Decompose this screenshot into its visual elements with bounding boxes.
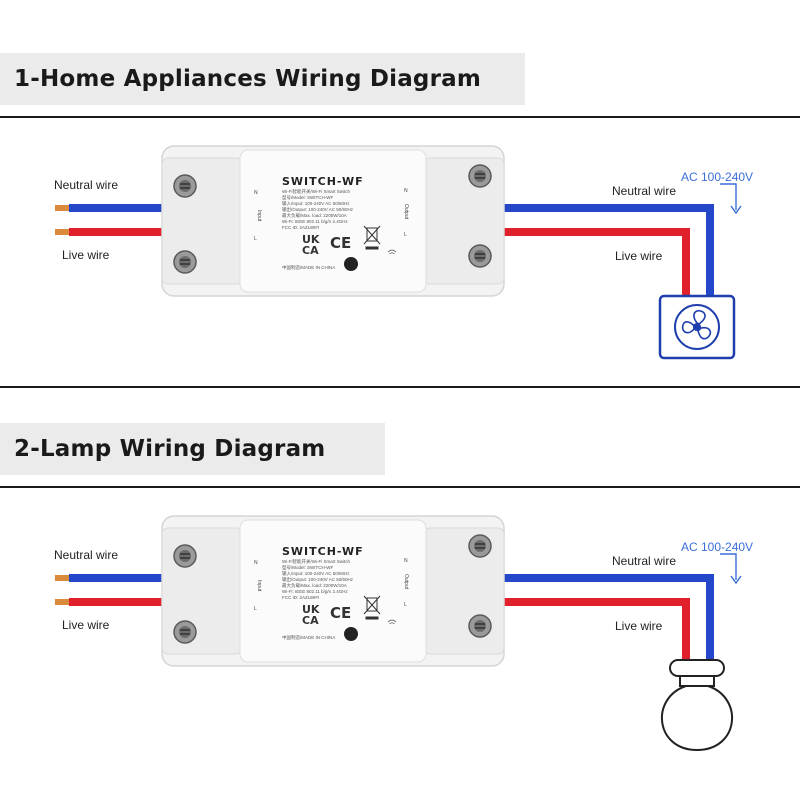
- live-wire-label: Live wire: [615, 249, 663, 263]
- wifi-icon: [387, 249, 397, 255]
- weee-bin-icon: [363, 595, 381, 620]
- smart-switch-device: [161, 145, 505, 297]
- neutral-wire-out: [500, 574, 714, 666]
- ce-mark: CE: [330, 604, 352, 622]
- wiring-diagram-appliances: Neutral wire Live wire Neutral wire Live…: [0, 118, 800, 388]
- divider: [0, 386, 800, 388]
- ac-arrow-icon: [720, 183, 742, 215]
- neutral-wire-label: Neutral wire: [612, 554, 677, 568]
- section-header-appliances: 1-Home Appliances Wiring Diagram: [0, 53, 525, 105]
- ce-mark: CE: [330, 234, 352, 252]
- device-spec-line: Wi-Fi智能开关/Wi-Fi Smart Switch: [282, 559, 350, 564]
- screw-icon: [173, 174, 197, 198]
- copper-tip-neutral: [55, 205, 69, 211]
- right-wires: [500, 574, 714, 666]
- port-l-label: L: [404, 232, 407, 238]
- ukca-mark-bottom: CA: [302, 614, 319, 627]
- made-in-label: 中国制造/MADE IN CHINA: [282, 265, 336, 270]
- device-spec-line: Wi-Fi: IEEE 802.11 b/g/n 2.4GHz: [282, 219, 348, 224]
- ukca-mark-bottom: CA: [302, 244, 319, 257]
- wifi-icon: [387, 619, 397, 625]
- input-label: Input: [256, 580, 262, 592]
- section-title: 2-Lamp Wiring Diagram: [14, 436, 326, 462]
- device-spec-line: 型号/Model: SWITCH-WF: [282, 195, 334, 200]
- ukca-mark-top: UK: [302, 603, 320, 616]
- live-wire-in: [69, 598, 164, 606]
- device-spec-line: Wi-Fi: IEEE 802.11 b/g/n 2.4GHz: [282, 589, 348, 594]
- screw-icon: [468, 534, 492, 558]
- copper-tip-live: [55, 599, 69, 605]
- copper-tip-neutral: [55, 575, 69, 581]
- live-wire-label: Live wire: [62, 248, 110, 262]
- ac-arrow-icon: [720, 553, 742, 585]
- neutral-wire-in: [69, 204, 164, 212]
- live-wire-in: [69, 228, 164, 236]
- output-label: Output: [403, 204, 409, 220]
- weee-bin-icon: [363, 225, 381, 250]
- ac-voltage-label: AC 100-240V: [681, 540, 754, 554]
- device-model: SWITCH-WF: [282, 545, 364, 558]
- neutral-wire-label: Neutral wire: [612, 184, 677, 198]
- device-spec-line: FCC ID: 2AZLWIFI: [282, 595, 320, 600]
- screw-icon: [468, 164, 492, 188]
- port-n-label: N: [254, 560, 258, 566]
- port-n-label: N: [404, 188, 408, 194]
- smart-switch-device: [161, 515, 505, 667]
- device-spec-line: 最大负载/Max. load: 2200W/10A: [282, 213, 347, 218]
- port-n-label: N: [254, 190, 258, 196]
- neutral-wire-in: [69, 574, 164, 582]
- live-wire-label: Live wire: [615, 619, 663, 633]
- divider: [0, 116, 800, 118]
- device-spec-line: 型号/Model: SWITCH-WF: [282, 565, 334, 570]
- device-spec-line: 输入/Input: 100-240V AC 50/60Hz: [282, 571, 350, 576]
- section-title: 1-Home Appliances Wiring Diagram: [14, 66, 482, 92]
- output-label: Output: [403, 574, 409, 590]
- copper-tip-live: [55, 229, 69, 235]
- input-label: Input: [256, 210, 262, 222]
- section-header-lamp: 2-Lamp Wiring Diagram: [0, 423, 385, 475]
- device-spec-line: FCC ID: 2AZLWIFI: [282, 225, 320, 230]
- device-model: SWITCH-WF: [282, 175, 364, 188]
- live-wire-out: [500, 598, 690, 666]
- port-l-label: L: [404, 602, 407, 608]
- live-wire-label: Live wire: [62, 618, 110, 632]
- live-wire-out: [500, 228, 690, 296]
- light-bulb-icon: [661, 659, 733, 752]
- port-n-label: N: [404, 558, 408, 564]
- device-spec-line: 输出/Output: 100-240V AC 50/60Hz: [282, 207, 354, 212]
- screw-icon: [173, 544, 197, 568]
- device-spec-line: 输入/Input: 100-240V AC 50/60Hz: [282, 201, 350, 206]
- screw-icon: [468, 244, 492, 268]
- made-in-label: 中国制造/MADE IN CHINA: [282, 635, 336, 640]
- port-l-label: L: [254, 236, 257, 242]
- screw-icon: [468, 614, 492, 638]
- device-spec-line: 输出/Output: 100-240V AC 50/60Hz: [282, 577, 354, 582]
- left-wires: [55, 204, 164, 236]
- neutral-wire-label: Neutral wire: [54, 548, 119, 562]
- right-wires: [500, 204, 714, 296]
- pairing-button-icon: [344, 627, 358, 641]
- divider: [0, 486, 800, 488]
- device-spec-line: Wi-Fi智能开关/Wi-Fi Smart Switch: [282, 189, 350, 194]
- left-wires: [55, 574, 164, 606]
- screw-icon: [173, 250, 197, 274]
- port-l-label: L: [254, 606, 257, 612]
- pairing-button-icon: [344, 257, 358, 271]
- neutral-wire-out: [500, 204, 714, 296]
- device-spec-line: 最大负载/Max. load: 2200W/10A: [282, 583, 347, 588]
- fan-icon: [658, 294, 736, 360]
- neutral-wire-label: Neutral wire: [54, 178, 119, 192]
- screw-icon: [173, 620, 197, 644]
- ac-voltage-label: AC 100-240V: [681, 170, 754, 184]
- ukca-mark-top: UK: [302, 233, 320, 246]
- wiring-diagram-lamp: Neutral wire Live wire Neutral wire Live…: [0, 488, 800, 758]
